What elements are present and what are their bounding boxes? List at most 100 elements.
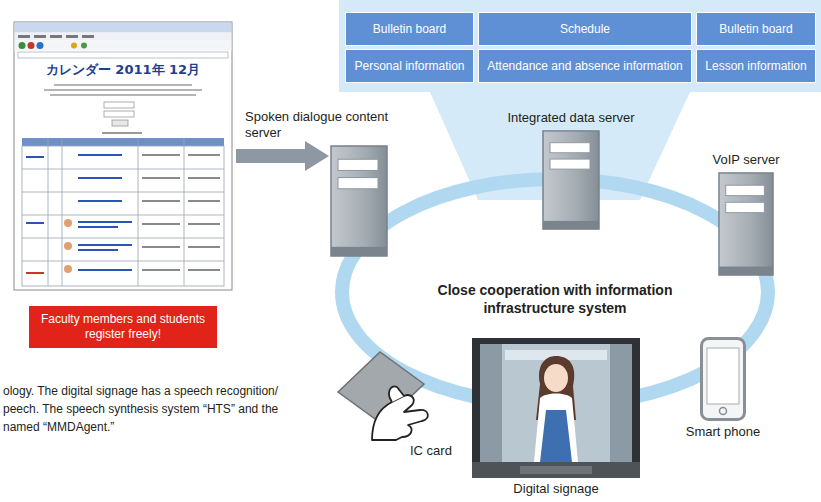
- caption-holder: Digital signage: [472, 481, 640, 497]
- label-holder: peech. The speech synthesis system “HTS”…: [3, 401, 278, 417]
- screenshot-picture: [44, 89, 202, 91]
- screenshot-picture: [142, 246, 180, 248]
- screenshot-picture: [142, 154, 220, 271]
- digital-signage-photo: [472, 462, 640, 478]
- server-node: VoIP server: [718, 172, 774, 276]
- caption-holder: Integrated data server: [481, 110, 661, 126]
- screenshot-picture: [18, 52, 228, 58]
- node-caption: Integrated data server: [481, 110, 661, 126]
- info-category-box: Bulletin board: [696, 12, 816, 46]
- screenshot-picture: [50, 94, 196, 96]
- screenshot-picture: [66, 35, 78, 38]
- label-holder: named “MMDAgent.”: [3, 419, 114, 435]
- digital-signage-photo: [544, 364, 568, 392]
- screenshot-picture: [188, 223, 220, 225]
- node-caption: Spoken dialogue content server: [245, 109, 405, 141]
- category-text: Personal information: [354, 58, 464, 74]
- screenshot-picture: [71, 43, 77, 49]
- category-text: Lesson information: [705, 58, 806, 74]
- caption-holder: IC card: [410, 443, 480, 459]
- smartphone-icon: [702, 339, 745, 420]
- ring-caption: Close cooperation with information infra…: [405, 281, 705, 317]
- screenshot-picture: [48, 138, 49, 286]
- server-node: Spoken dialogue content server: [330, 145, 388, 257]
- caption-holder: Spoken dialogue content server: [245, 109, 405, 141]
- screenshot-picture: [112, 120, 128, 126]
- ic-card-icon: [338, 352, 428, 440]
- ic-card-node: IC card: [334, 348, 424, 440]
- screenshot-picture: [78, 177, 122, 179]
- screenshot-picture: [78, 244, 132, 246]
- caption-holder: Smart phone: [673, 424, 773, 440]
- digital-signage-photo: [534, 394, 578, 463]
- screenshot-picture: [64, 265, 72, 273]
- label-holder: ology. The digital signage has a speech …: [3, 383, 278, 399]
- node-caption: IC card: [410, 443, 480, 459]
- screenshot-picture: [188, 154, 220, 156]
- callout-text: Faculty members and students register fr…: [37, 312, 209, 342]
- screenshot-picture: [22, 138, 224, 146]
- screenshot-picture: [81, 43, 87, 49]
- screenshot-picture: [188, 177, 220, 179]
- screenshot-title-holder: カレンダー 2011年 12月: [14, 62, 232, 78]
- screenshot-picture: [28, 42, 35, 49]
- screenshot-picture: [22, 215, 224, 216]
- category-text: Bulletin board: [373, 21, 446, 37]
- screenshot-picture: [142, 223, 180, 225]
- screenshot-picture: [138, 138, 139, 286]
- screenshot-picture: [26, 156, 44, 158]
- screenshot-picture: [22, 169, 224, 170]
- digital-signage-photo: [520, 466, 592, 474]
- screenshot-picture: [26, 154, 132, 271]
- callout-box: Faculty members and students register fr…: [29, 306, 217, 348]
- smartphone-icon: [707, 348, 739, 404]
- calendar-screenshot: カレンダー 2011年 12月: [14, 22, 232, 290]
- screenshot-picture: [78, 200, 122, 202]
- screenshot-picture: [22, 138, 224, 286]
- digital-signage-photo: [610, 344, 632, 462]
- digital-signage-photo: [540, 410, 572, 462]
- info-category-box: Lesson information: [696, 49, 816, 83]
- digital-signage-photo: [480, 344, 632, 462]
- digital-signage-photo: [480, 344, 502, 462]
- screenshot-picture: [188, 269, 220, 271]
- screenshot-picture: [104, 111, 134, 117]
- ic-card-icon: [389, 386, 404, 402]
- server-icon: [331, 131, 773, 275]
- screenshot-picture: [15, 33, 232, 41]
- screenshot-picture: [14, 22, 232, 290]
- body-text-fragment: named “MMDAgent.”: [3, 419, 114, 435]
- screenshot-picture: [22, 261, 224, 262]
- node-caption: Smart phone: [673, 424, 773, 440]
- body-text-fragment: ology. The digital signage has a speech …: [3, 383, 278, 399]
- screenshot-picture: [64, 219, 72, 227]
- screenshot-picture: [78, 249, 118, 251]
- screenshot-picture: [15, 23, 232, 33]
- screenshot-picture: [64, 242, 72, 250]
- digital-signage-node: Digital signage: [472, 338, 640, 478]
- caption-holder: VoIP server: [686, 152, 806, 168]
- screenshot-picture: [78, 269, 132, 271]
- screenshot-picture: [188, 200, 220, 202]
- screenshot-picture: [188, 246, 220, 248]
- category-text: Attendance and absence information: [487, 58, 682, 74]
- screenshot-picture: [78, 226, 118, 228]
- ic-card-icon: [372, 395, 428, 440]
- screenshot-picture: [142, 154, 180, 156]
- screenshot-picture: [54, 84, 192, 86]
- screenshot-picture: [18, 35, 30, 38]
- node-caption: VoIP server: [686, 152, 806, 168]
- screenshot-picture: [15, 41, 232, 51]
- label-holder: Close cooperation with information infra…: [405, 281, 705, 317]
- screenshot-picture: [26, 222, 44, 224]
- info-category-box: Schedule: [478, 12, 692, 46]
- info-category-box: Attendance and absence information: [478, 49, 692, 83]
- info-category-box: Personal information: [345, 49, 474, 83]
- smartphone-icon: [702, 339, 745, 420]
- smartphone-icon: [720, 408, 727, 415]
- screenshot-picture: [22, 238, 224, 239]
- server-node: Integrated data server: [542, 130, 600, 230]
- screenshot-picture: [26, 272, 44, 274]
- digital-signage-photo: [472, 338, 640, 478]
- screenshot-picture: [142, 200, 180, 202]
